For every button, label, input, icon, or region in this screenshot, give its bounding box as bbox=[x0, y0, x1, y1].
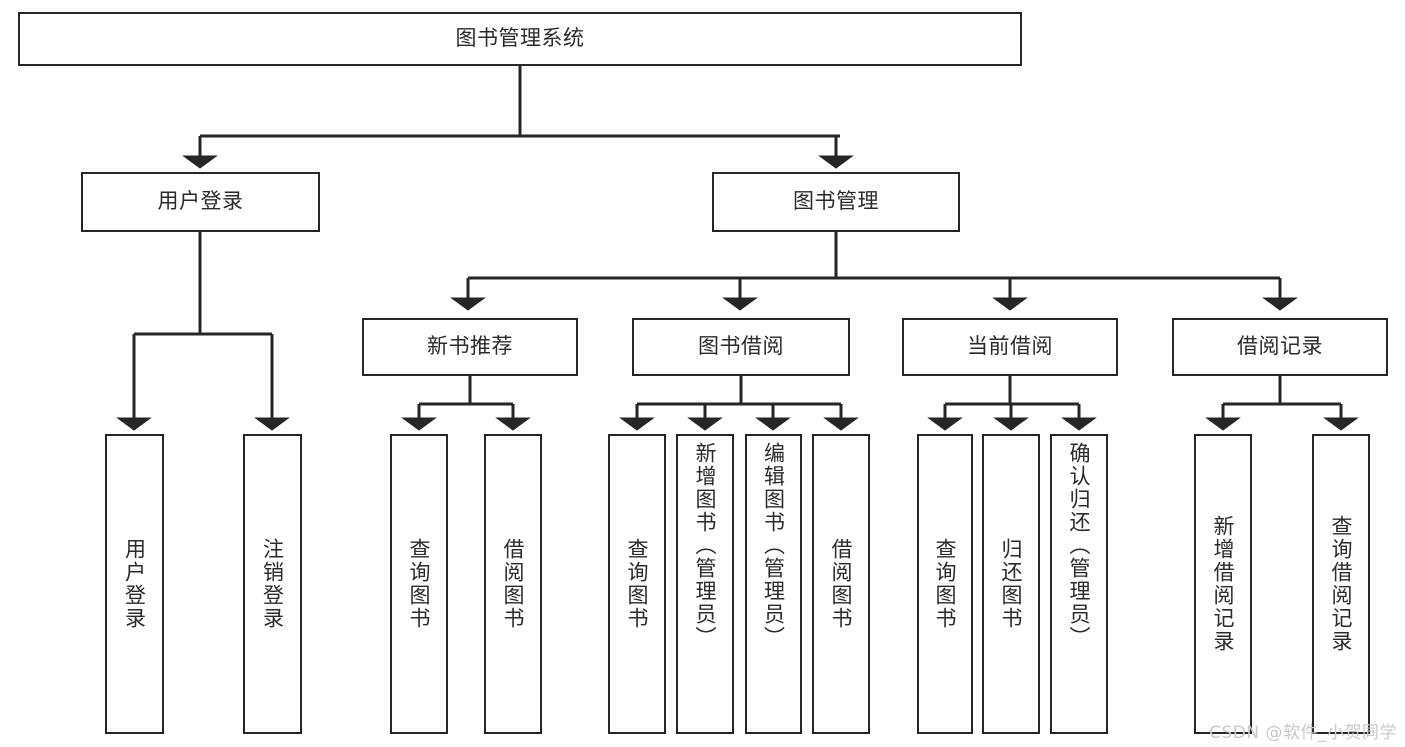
leaf-edit-book-admin[interactable]: 编辑图书（管理员） bbox=[745, 434, 802, 734]
node-root[interactable]: 图书管理系统 bbox=[18, 12, 1022, 66]
leaf-edit-book-admin-label: 编辑图书（管理员） bbox=[761, 442, 786, 649]
node-current-borrow[interactable]: 当前借阅 bbox=[902, 318, 1118, 376]
leaf-user-login[interactable]: 用户登录 bbox=[105, 434, 164, 734]
leaf-add-book-admin[interactable]: 新增图书（管理员） bbox=[676, 434, 734, 734]
leaf-logout-label: 注销登录 bbox=[260, 538, 285, 630]
leaf-query-book-current-label: 查询图书 bbox=[933, 538, 958, 630]
node-borrow-record-label: 借阅记录 bbox=[1237, 334, 1323, 359]
leaf-query-book-borrow-label: 查询图书 bbox=[625, 538, 650, 630]
leaf-add-borrow-record[interactable]: 新增借阅记录 bbox=[1194, 434, 1252, 734]
leaf-add-book-admin-label: 新增图书（管理员） bbox=[693, 442, 718, 649]
node-book-management[interactable]: 图书管理 bbox=[712, 172, 960, 232]
leaf-borrow-book-recommend[interactable]: 借阅图书 bbox=[484, 434, 542, 734]
leaf-borrow-book-recommend-label: 借阅图书 bbox=[501, 538, 526, 630]
leaf-borrow-book-borrow[interactable]: 借阅图书 bbox=[812, 434, 870, 734]
leaf-confirm-return-admin-label: 确认归还（管理员） bbox=[1067, 442, 1092, 649]
node-new-book-recommend-label: 新书推荐 bbox=[427, 334, 513, 359]
leaf-query-book-recommend[interactable]: 查询图书 bbox=[390, 434, 448, 734]
node-user-login-label: 用户登录 bbox=[157, 189, 244, 214]
leaf-query-book-borrow[interactable]: 查询图书 bbox=[608, 434, 666, 734]
leaf-user-login-label: 用户登录 bbox=[122, 538, 147, 630]
node-book-borrow[interactable]: 图书借阅 bbox=[632, 318, 850, 376]
leaf-logout[interactable]: 注销登录 bbox=[243, 434, 302, 734]
leaf-confirm-return-admin[interactable]: 确认归还（管理员） bbox=[1050, 434, 1108, 734]
leaf-return-book-label: 归还图书 bbox=[999, 538, 1024, 630]
leaf-query-borrow-record-label: 查询借阅记录 bbox=[1329, 515, 1354, 653]
leaf-return-book[interactable]: 归还图书 bbox=[982, 434, 1040, 734]
node-user-login[interactable]: 用户登录 bbox=[81, 172, 320, 232]
node-book-borrow-label: 图书借阅 bbox=[698, 334, 784, 359]
leaf-add-borrow-record-label: 新增借阅记录 bbox=[1211, 515, 1236, 653]
node-borrow-record[interactable]: 借阅记录 bbox=[1172, 318, 1388, 376]
leaf-borrow-book-borrow-label: 借阅图书 bbox=[829, 538, 854, 630]
node-book-management-label: 图书管理 bbox=[793, 189, 879, 214]
node-root-label: 图书管理系统 bbox=[455, 26, 585, 51]
node-new-book-recommend[interactable]: 新书推荐 bbox=[362, 318, 578, 376]
leaf-query-book-recommend-label: 查询图书 bbox=[407, 538, 432, 630]
leaf-query-book-current[interactable]: 查询图书 bbox=[917, 434, 973, 734]
leaf-query-borrow-record[interactable]: 查询借阅记录 bbox=[1312, 434, 1370, 734]
node-current-borrow-label: 当前借阅 bbox=[967, 334, 1053, 359]
csdn-watermark: CSDN @软件_小贺同学 bbox=[1209, 723, 1397, 743]
